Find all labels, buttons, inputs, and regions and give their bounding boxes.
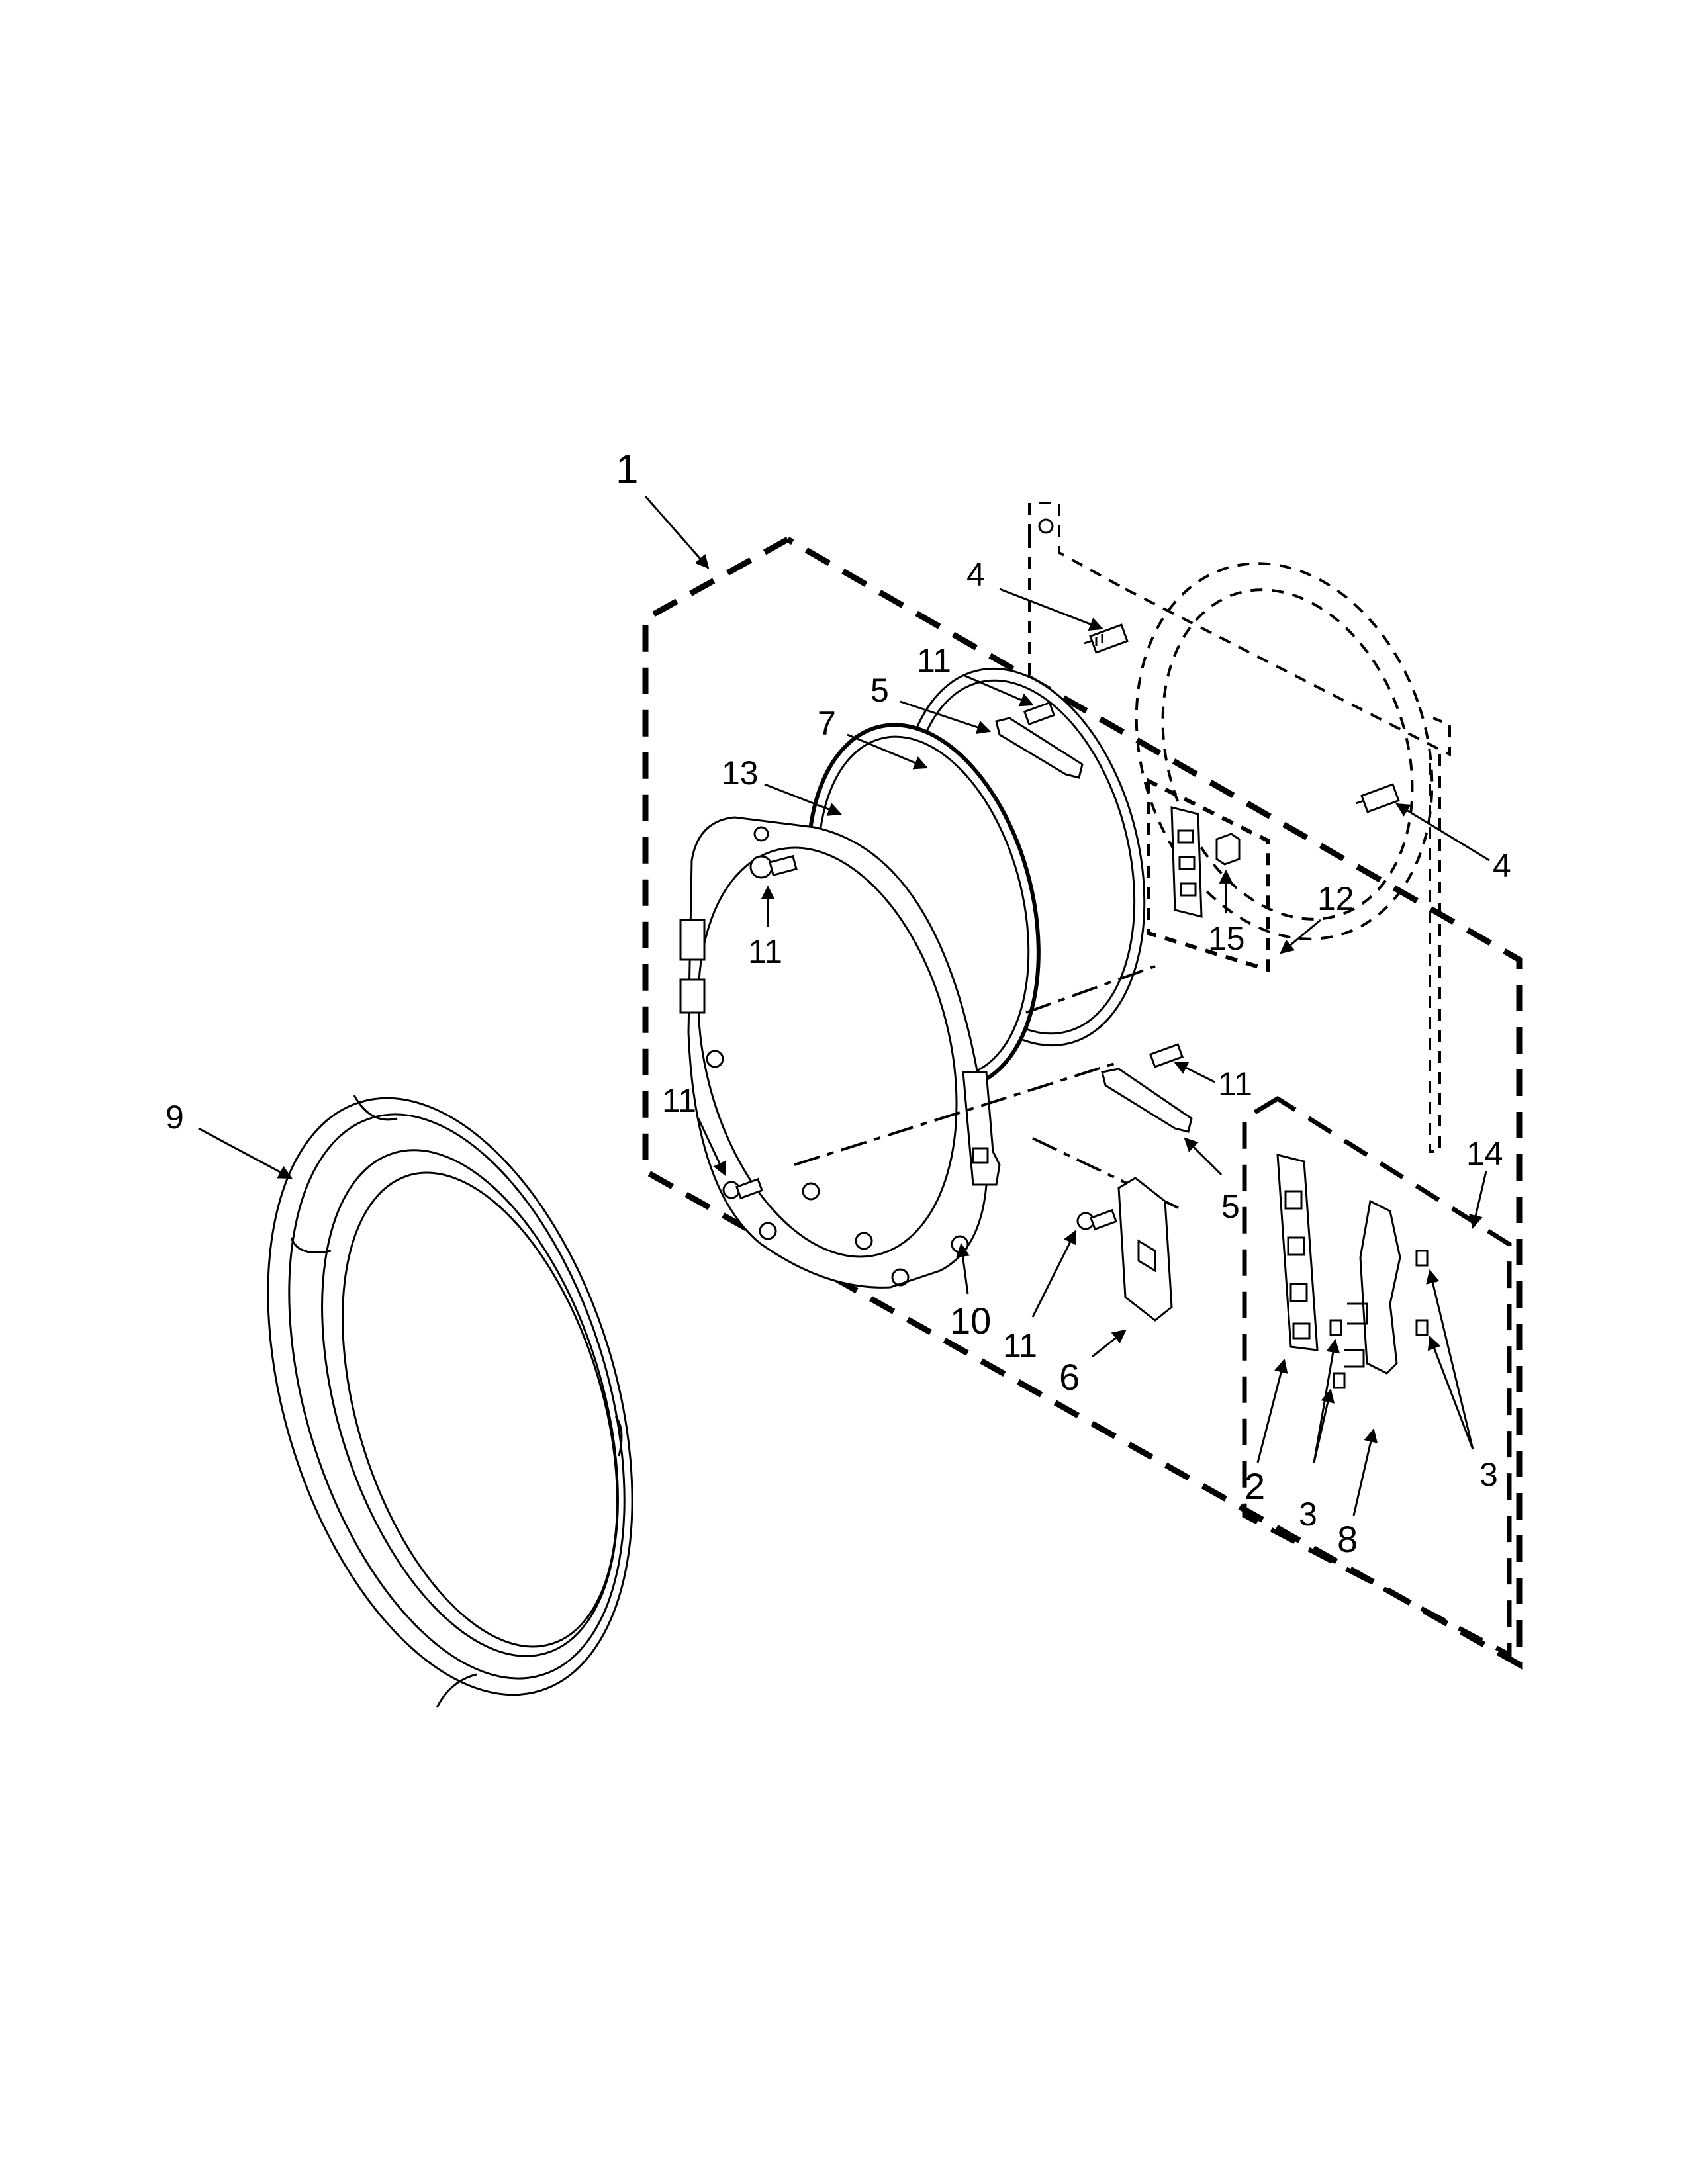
leader-1 <box>644 496 710 569</box>
part-12-outline <box>1147 778 1270 973</box>
leader-5-lower <box>1184 1137 1223 1176</box>
part-2-slot-3 <box>1289 1283 1308 1302</box>
ring-boss-2 <box>759 1222 777 1240</box>
part-3-pin-3 <box>1415 1250 1429 1267</box>
leader-14 <box>1469 1171 1487 1230</box>
callout-11-latch: 11 <box>1003 1327 1037 1364</box>
assembly-1-outline <box>642 537 1523 1670</box>
part-3-pin-4 <box>1415 1319 1429 1336</box>
part-2-slot-2 <box>1287 1236 1305 1256</box>
part-6-latch-plate <box>1117 1177 1173 1322</box>
cabinet-opening-inner <box>1161 588 1414 921</box>
part-8-tab-1 <box>1347 1302 1368 1325</box>
callout-11-lower-left: 11 <box>662 1082 696 1119</box>
callout-5-upper: 5 <box>870 672 889 709</box>
axis-line-2 <box>1025 965 1156 1014</box>
leader-11-hinge <box>1174 1061 1215 1083</box>
screw-11-lower-left <box>722 1177 763 1200</box>
cabinet-opening-outer <box>1135 562 1434 940</box>
callout-5-lower: 5 <box>1221 1188 1240 1225</box>
part-15-block <box>1215 833 1241 866</box>
ring-boss-7 <box>753 826 769 842</box>
leader-5-upper <box>900 700 991 734</box>
leader-10 <box>956 1242 970 1295</box>
callout-11-hinge: 11 <box>1218 1066 1252 1103</box>
part-5-hinge-upper <box>995 717 1084 779</box>
leader-13 <box>764 783 842 816</box>
callout-4-right: 4 <box>1493 847 1511 884</box>
leader-8 <box>1352 1428 1378 1516</box>
hinge-plate-12-slot-1 <box>1177 829 1194 844</box>
hinge-plate-12-slot-3 <box>1180 882 1197 897</box>
leader-9 <box>198 1127 293 1179</box>
callout-2: 2 <box>1244 1465 1265 1507</box>
ring-boss-5 <box>891 1268 910 1287</box>
part-6-latch-window <box>1137 1239 1156 1273</box>
part-2-slot-4 <box>1292 1322 1311 1340</box>
leader-11-upper <box>962 674 1034 707</box>
part-3-pin-1 <box>1329 1319 1342 1336</box>
callout-11-ring: 11 <box>748 933 782 970</box>
screw-11-ring <box>749 854 798 879</box>
callout-14: 14 <box>1466 1135 1503 1172</box>
leader-2 <box>1256 1358 1288 1463</box>
leader-11-lower-left <box>697 1118 726 1176</box>
screw-11-latch <box>1076 1208 1117 1231</box>
part-8-lever <box>1359 1199 1401 1375</box>
ring-boss-1 <box>706 1050 724 1068</box>
callout-6: 6 <box>1059 1356 1080 1398</box>
screw-4-right <box>1355 783 1400 813</box>
hinge-plate-12 <box>1170 806 1203 918</box>
ring-tab-2 <box>679 978 706 1014</box>
ring-boss-3 <box>802 1182 820 1201</box>
leader-11-latch <box>1031 1230 1077 1318</box>
callout-3-right: 3 <box>1479 1456 1498 1493</box>
leader-4-right <box>1395 803 1490 862</box>
cabinet-hole-top <box>1038 518 1054 534</box>
screw-11-upper <box>1023 701 1056 726</box>
leader-3b-2 <box>1427 1336 1474 1450</box>
ring-tab-1 <box>679 919 706 961</box>
part-8-tab-2 <box>1344 1349 1365 1368</box>
leader-3b-1 <box>1426 1269 1474 1450</box>
axis-line-1 <box>794 1061 1119 1166</box>
part-2-plate <box>1276 1154 1319 1351</box>
callout-3-left: 3 <box>1299 1496 1317 1533</box>
part-2-slot-1 <box>1284 1190 1303 1210</box>
screw-11-hinge <box>1149 1043 1184 1068</box>
callout-4-upper: 4 <box>966 556 985 593</box>
leader-6 <box>1092 1329 1127 1358</box>
callout-15: 15 <box>1208 920 1245 957</box>
leader-4-upper <box>999 588 1103 631</box>
leader-7 <box>847 733 928 770</box>
leader-3a-2 <box>1313 1338 1340 1463</box>
screw-4-upper <box>1084 623 1129 654</box>
callout-1: 1 <box>616 447 638 492</box>
callout-7: 7 <box>818 705 836 742</box>
part-3-pin-2 <box>1333 1372 1346 1389</box>
callout-11-upper: 11 <box>917 642 951 679</box>
part-5-hinge-lower <box>1101 1068 1193 1133</box>
ring-boss-4 <box>855 1232 873 1250</box>
leader-12 <box>1280 919 1321 954</box>
part-9-door <box>267 1095 633 1708</box>
ring-hinge-slot <box>972 1147 989 1164</box>
hinge-plate-12-slot-2 <box>1178 856 1196 870</box>
callout-9: 9 <box>165 1099 184 1136</box>
callout-13: 13 <box>722 754 759 792</box>
callout-8: 8 <box>1337 1518 1358 1560</box>
part-10-ring-opening <box>697 846 958 1258</box>
callout-12: 12 <box>1317 880 1354 917</box>
callout-10: 10 <box>950 1300 991 1342</box>
